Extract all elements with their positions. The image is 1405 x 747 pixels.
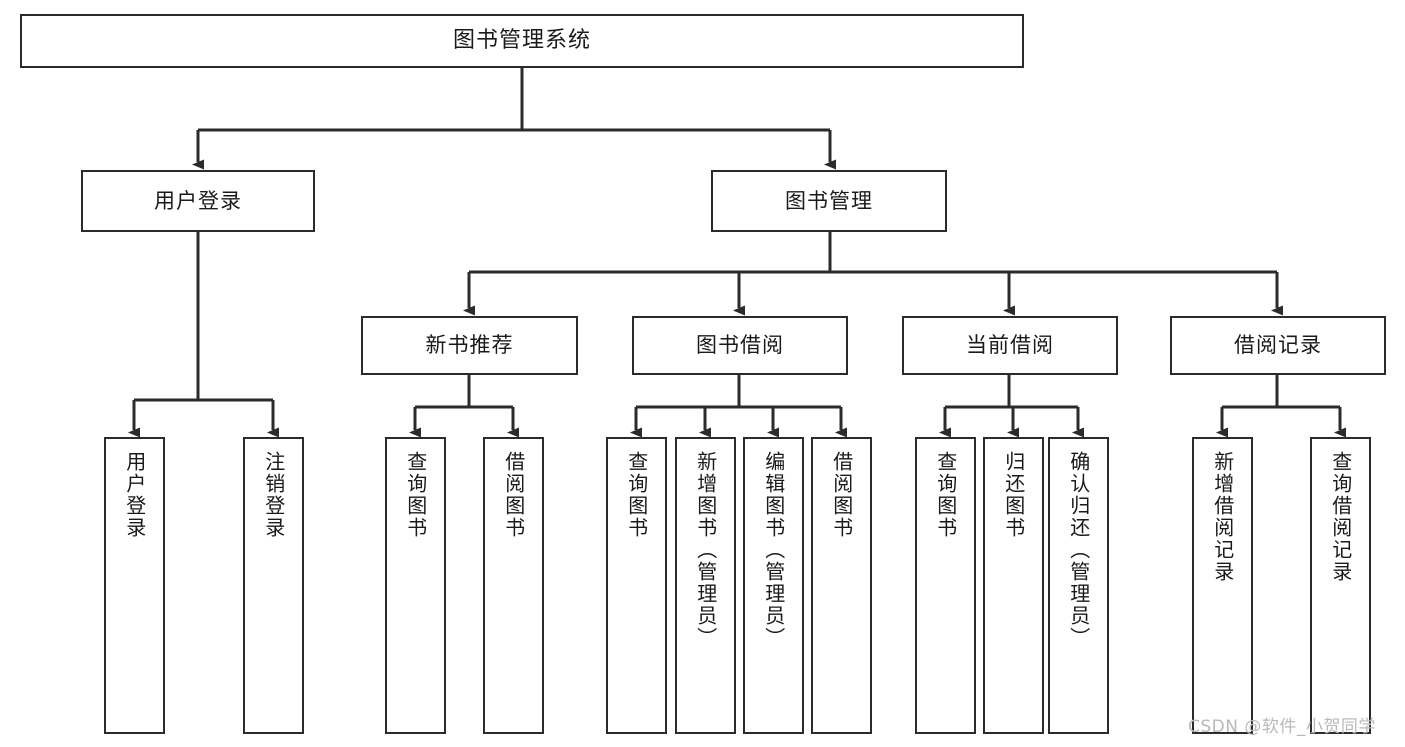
node-borrowing-records[interactable]: 借阅记录 [1170,316,1386,375]
node-label: 图书管理 [785,188,873,213]
node-label: 图书管理系统 [452,28,591,54]
leaf-add-book-admin[interactable]: 新增图书（管理员） [675,437,736,734]
leaf-query-borrowing-record[interactable]: 查询借阅记录 [1310,437,1371,734]
leaf-user-login[interactable]: 用户登录 [104,437,165,734]
leaf-logout[interactable]: 注销登录 [243,437,304,734]
node-new-book-recommendation[interactable]: 新书推荐 [361,316,578,375]
leaf-add-borrowing-record[interactable]: 新增借阅记录 [1192,437,1253,734]
node-label: 查询借阅记录 [1328,451,1353,583]
leaf-confirm-return-admin[interactable]: 确认归还（管理员） [1048,437,1109,734]
leaf-query-books-recommendation[interactable]: 查询图书 [385,437,446,734]
node-label: 借阅图书 [501,451,526,539]
watermark: CSDN @软件_小贺同学 [1188,717,1376,737]
leaf-query-books-current[interactable]: 查询图书 [915,437,976,734]
node-label: 确认归还（管理员） [1066,451,1091,649]
node-label: 用户登录 [154,188,242,213]
node-label: 查询图书 [403,451,428,539]
node-label: 借阅记录 [1234,333,1322,358]
node-label: 归还图书 [1001,451,1026,539]
node-label: 注销登录 [261,451,286,539]
node-label: 当前借阅 [966,333,1054,358]
node-label: 新增借阅记录 [1210,451,1235,583]
node-label: 编辑图书（管理员） [761,451,786,649]
node-label: 新书推荐 [425,333,514,358]
node-user-login[interactable]: 用户登录 [81,170,315,232]
leaf-edit-book-admin[interactable]: 编辑图书（管理员） [743,437,804,734]
leaf-borrow-books-borrowing[interactable]: 借阅图书 [811,437,872,734]
node-book-borrowing[interactable]: 图书借阅 [632,316,848,375]
node-label: 查询图书 [624,451,649,539]
leaf-borrow-books-recommendation[interactable]: 借阅图书 [483,437,544,734]
node-label: 借阅图书 [829,451,854,539]
node-root-book-management-system[interactable]: 图书管理系统 [20,14,1024,68]
node-label: 新增图书（管理员） [693,451,718,649]
node-book-management[interactable]: 图书管理 [711,170,947,232]
node-current-borrowing[interactable]: 当前借阅 [902,316,1118,375]
node-label: 查询图书 [933,451,958,539]
node-label: 图书借阅 [696,333,784,358]
leaf-query-books-borrowing[interactable]: 查询图书 [606,437,667,734]
node-label: 用户登录 [122,451,147,539]
leaf-return-books[interactable]: 归还图书 [983,437,1044,734]
